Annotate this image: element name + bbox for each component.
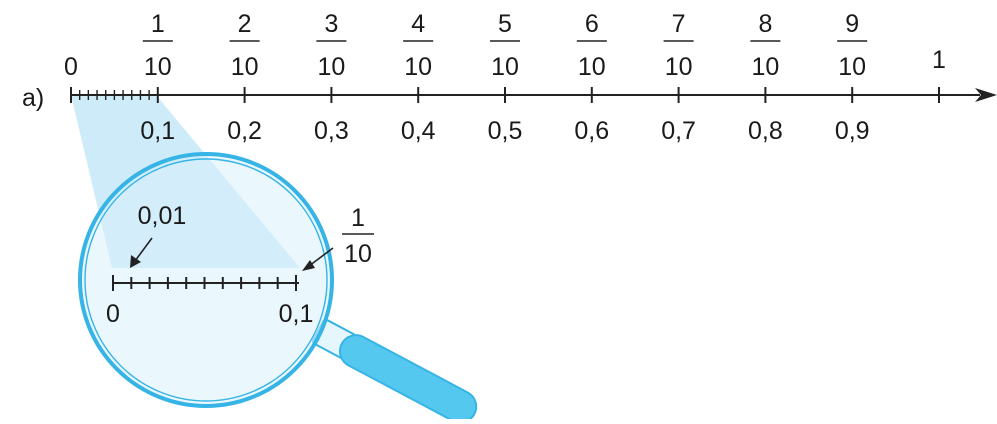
fraction-numerator: 8	[758, 10, 772, 38]
fraction-denominator: 10	[317, 53, 345, 81]
fraction-denominator: 10	[491, 53, 519, 81]
decimal-label: 0,9	[835, 117, 870, 145]
decimal-labels: 0,1 0,2 0,3 0,4 0,5 0,6 0,7 0,8 0,9	[140, 117, 869, 145]
decimal-label: 0,4	[401, 117, 436, 145]
decimal-label: 0,7	[661, 117, 696, 145]
part-label: a)	[22, 84, 44, 112]
main-axis-ticks	[70, 87, 940, 103]
fraction-numerator: 4	[411, 10, 425, 38]
decimal-label: 0,6	[574, 117, 609, 145]
fraction-denominator: 10	[578, 53, 606, 81]
zero-label: 0	[64, 53, 78, 81]
fraction-numerator: 1	[151, 10, 165, 38]
first-segment-subticks	[78, 90, 150, 100]
magnifier-lens-inner-ring	[84, 158, 328, 402]
magnified-tenth-decimal-label: 0,1	[279, 300, 314, 328]
decimal-label: 0,3	[314, 117, 349, 145]
fraction-label: 5 10	[490, 10, 520, 81]
decimal-label: 0,2	[227, 117, 262, 145]
fraction-label: 8 10	[750, 10, 781, 81]
fraction-label: 7 10	[663, 10, 694, 81]
tenth-fraction-label: 1 10	[342, 204, 374, 268]
axis-arrowhead	[975, 88, 997, 102]
fraction-denominator: 10	[231, 53, 259, 81]
fraction-numerator: 2	[238, 10, 252, 38]
fraction-label: 3 10	[316, 10, 347, 81]
tenth-fraction-denominator: 10	[344, 240, 372, 268]
fraction-label: 2 10	[229, 10, 260, 81]
fraction-denominator: 10	[751, 53, 779, 81]
fraction-denominator: 10	[665, 53, 693, 81]
decimal-label: 0,8	[748, 117, 783, 145]
hundredth-pointer-arrow	[130, 237, 153, 268]
magnifier-handle	[311, 318, 478, 424]
fraction-numerator: 6	[585, 10, 599, 38]
fraction-denominator: 10	[404, 53, 432, 81]
fraction-label: 9 10	[837, 10, 868, 81]
hundredth-label: 0,01	[138, 202, 187, 230]
fraction-label: 6 10	[576, 10, 607, 81]
fraction-labels: 1 10 2 10 3 10 4 10 5 10 6 10 7 10 8 10 9 10	[142, 10, 868, 81]
fraction-denominator: 10	[144, 53, 172, 81]
magnified-axis-ticks	[112, 275, 297, 291]
fraction-label: 4 10	[403, 10, 434, 81]
fraction-numerator: 9	[845, 10, 859, 38]
fraction-denominator: 10	[838, 53, 866, 81]
decimal-label: 0,1	[140, 117, 175, 145]
tenth-pointer-arrow	[302, 247, 334, 271]
fraction-label: 1 10	[142, 10, 173, 81]
magnified-zero-label: 0	[106, 300, 120, 328]
fraction-numerator: 7	[672, 10, 686, 38]
one-label: 1	[932, 46, 946, 74]
decimal-label: 0,5	[488, 117, 523, 145]
magnifier-lens	[78, 152, 334, 408]
tenth-fraction-numerator: 1	[351, 204, 365, 232]
fraction-numerator: 5	[498, 10, 512, 38]
fraction-numerator: 3	[324, 10, 338, 38]
